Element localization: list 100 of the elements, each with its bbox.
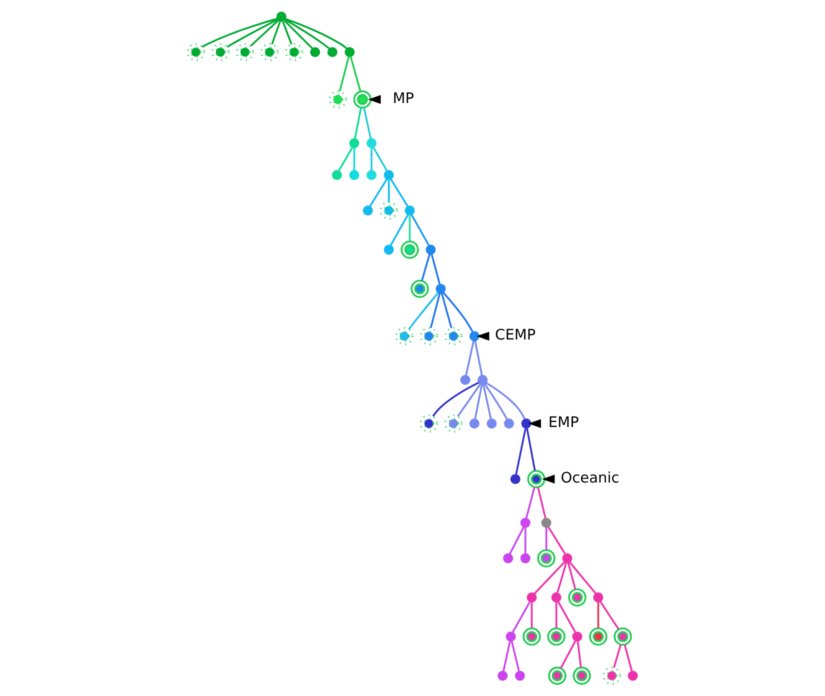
connector	[369, 178, 388, 207]
node-dot	[572, 632, 582, 642]
connector	[526, 428, 536, 471]
node-dotted-ring	[211, 43, 230, 62]
node-dot	[520, 553, 530, 564]
node-dot	[503, 553, 514, 564]
connector	[597, 602, 600, 628]
node-dotted-ring	[444, 327, 463, 346]
connector	[465, 340, 474, 376]
node-dotted-ring	[602, 666, 621, 685]
connector	[534, 562, 566, 594]
connector	[537, 487, 546, 518]
node-dotted-ring	[395, 327, 414, 346]
node-dot	[362, 206, 373, 216]
node-dot	[349, 138, 360, 148]
node-dot	[520, 518, 530, 528]
node-dot	[366, 138, 377, 148]
connector	[530, 602, 533, 628]
connector	[555, 602, 558, 628]
node-dot	[404, 206, 415, 216]
connector	[515, 428, 526, 475]
node-ring	[547, 627, 566, 646]
connector	[353, 148, 356, 170]
connector	[354, 108, 362, 139]
node-dot	[541, 518, 552, 528]
connector	[557, 601, 576, 633]
connector	[432, 382, 480, 417]
node-dot	[332, 170, 342, 180]
connector	[408, 215, 411, 242]
node-dotted-ring	[260, 43, 279, 62]
node-dot	[327, 47, 338, 58]
connector	[271, 20, 281, 45]
node-dot	[486, 418, 497, 429]
connector	[548, 526, 566, 554]
connector	[509, 526, 524, 554]
connector	[390, 178, 408, 207]
connector	[285, 18, 348, 50]
node-ring	[568, 588, 586, 607]
node-dot	[521, 418, 532, 429]
node-dot	[366, 170, 377, 180]
connector	[250, 20, 280, 47]
connector	[282, 20, 292, 45]
connector	[440, 293, 452, 328]
node-dotted-ring	[444, 414, 463, 433]
connector	[560, 640, 576, 669]
connector	[442, 292, 474, 332]
connector	[569, 562, 596, 594]
node-text: MP	[392, 90, 414, 107]
connector	[600, 601, 620, 630]
node-dot	[310, 47, 320, 58]
node-ring	[522, 627, 541, 646]
connector	[372, 147, 388, 172]
connector	[284, 18, 330, 50]
connector	[524, 528, 526, 554]
node-dot	[426, 244, 436, 255]
connector	[474, 384, 483, 420]
connector	[484, 384, 508, 420]
node-dotted-ring	[420, 327, 438, 346]
node-dot	[562, 553, 572, 564]
node-dotted-ring	[380, 201, 398, 220]
connector	[525, 487, 536, 518]
node-ring	[589, 627, 608, 646]
connector	[486, 382, 526, 420]
connector	[350, 56, 362, 92]
connector	[408, 292, 439, 330]
node-dot	[469, 331, 480, 342]
connector	[457, 384, 482, 417]
node-dotted-ring	[420, 414, 438, 433]
node-dot	[506, 632, 516, 642]
connector	[510, 641, 520, 672]
node-dotted-ring	[236, 43, 254, 62]
node-dot	[478, 374, 488, 385]
node-dotted-ring	[328, 90, 347, 109]
connector	[430, 293, 441, 328]
connector	[226, 18, 278, 48]
node-dot	[504, 418, 514, 429]
node-dot	[460, 374, 470, 385]
node-ring	[400, 240, 419, 259]
connector	[338, 56, 350, 92]
node-ring	[353, 90, 372, 109]
node-dot	[469, 418, 480, 429]
connector	[284, 20, 313, 50]
node-ring	[572, 666, 591, 685]
node-text: CEMP	[495, 326, 536, 344]
node-dot	[384, 170, 394, 180]
node-dot	[628, 670, 638, 681]
node-dot	[276, 12, 286, 22]
node-dot	[436, 284, 446, 294]
node-ring	[614, 627, 632, 646]
node-dotted-ring	[186, 43, 205, 62]
connector	[556, 562, 568, 593]
connector	[624, 644, 633, 672]
connector	[474, 340, 483, 376]
connector	[421, 254, 430, 281]
node-dot	[514, 670, 525, 681]
connector	[545, 528, 548, 550]
connector	[502, 641, 511, 672]
connector	[613, 644, 622, 668]
node-text: EMP	[548, 414, 579, 432]
connector	[512, 601, 531, 633]
